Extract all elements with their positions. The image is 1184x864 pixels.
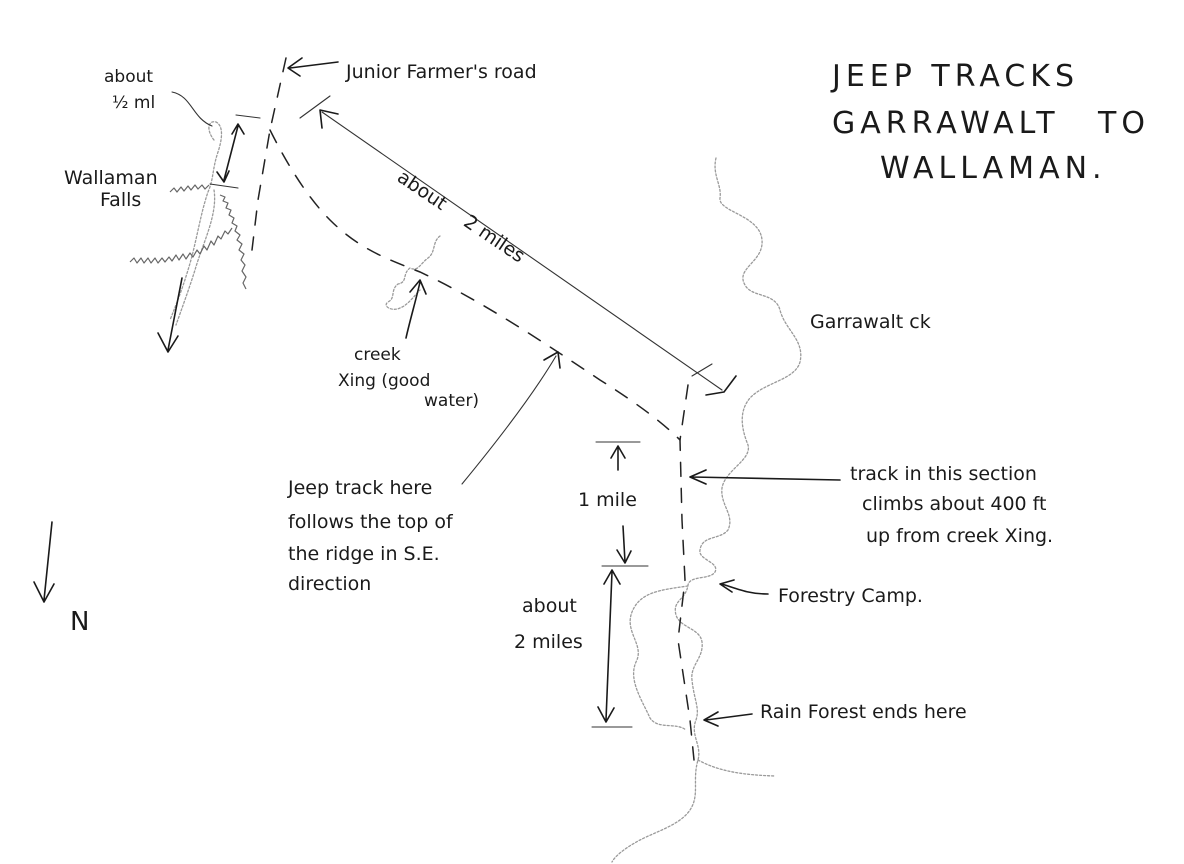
- one-mile-label: 1 mile: [578, 489, 637, 511]
- one-mile-arrow-up: [610, 445, 626, 471]
- one-mile-arrow-down: [616, 525, 632, 564]
- creek-xing-label-1: creek: [354, 345, 401, 365]
- about-2-miles-diag-1: about: [393, 166, 451, 215]
- two-mile-vertical-measure: [591, 569, 633, 728]
- one-mile-measure: [595, 441, 649, 567]
- cliff-falls-top: [169, 184, 210, 193]
- title-line-2-to: TO: [1097, 106, 1150, 141]
- about-2-miles-vertical-1: about: [522, 595, 577, 617]
- track-climbs-pointer: [689, 469, 841, 485]
- jeep-track-note-leader: [461, 355, 557, 485]
- jeep-track-note-4: direction: [288, 573, 371, 595]
- falls-stream-outline-2: [175, 189, 216, 326]
- falls-outflow-arrow: [157, 277, 183, 353]
- junior-farmers-road-pointer: [287, 57, 339, 77]
- garrawalt-creek: [611, 157, 802, 863]
- junior-farmers-road-label: Junior Farmer's road: [345, 61, 537, 83]
- two-mile-diagonal-measure: [299, 95, 737, 396]
- jeep-track-note-2: follows the top of: [288, 511, 454, 533]
- rain-forest-pointer: [703, 711, 753, 727]
- jeep-track-note-1: Jeep track here: [287, 477, 432, 499]
- track-climbs-note-2: climbs about 400 ft: [862, 493, 1046, 515]
- north-arrow: N: [33, 521, 89, 637]
- creek-xing-pointer: [405, 279, 427, 339]
- half-mile-leader: [171, 91, 213, 127]
- rain-forest-ends-label: Rain Forest ends here: [760, 701, 967, 723]
- cliff-left: [129, 227, 233, 264]
- creek-crossing-stream: [385, 235, 441, 310]
- diag-arrowhead-bottom: [705, 375, 737, 396]
- half-mile-double-arrow: [216, 123, 245, 183]
- jeep-track-ridge: [269, 129, 681, 441]
- track-climbs-note-1: track in this section: [850, 463, 1037, 485]
- map-title: JEEP TRACKS GARRAWALT TO WALLAMAN.: [830, 59, 1150, 186]
- falls-stream-outline: [169, 121, 223, 321]
- title-line-3: WALLAMAN.: [880, 151, 1107, 186]
- wallaman-falls-label-1: Wallaman: [64, 167, 158, 189]
- north-label: N: [70, 607, 89, 637]
- half-mile-measure: [171, 91, 261, 189]
- about-2-miles-diagonal-label: about 2 miles: [393, 166, 529, 267]
- creek-xing-label-3: water): [424, 391, 479, 411]
- two-mile-vertical-arrow: [597, 569, 621, 723]
- forestry-camp-pointer: [719, 579, 769, 595]
- jeep-track-note-3: the ridge in S.E.: [288, 543, 440, 565]
- creek-tributary-camp: [629, 585, 689, 731]
- creek-tributary-lower: [697, 759, 776, 777]
- diag-tick-bottom: [691, 363, 713, 377]
- junior-farmers-road-track: [251, 57, 287, 251]
- garrawalt-ck-label: Garrawalt ck: [810, 311, 931, 333]
- about-half-mile-label-1: about: [104, 67, 153, 87]
- title-line-1: JEEP TRACKS: [830, 59, 1079, 94]
- diag-arrowhead-top: [319, 109, 339, 129]
- title-line-2: GARRAWALT: [832, 106, 1060, 141]
- wallaman-falls-feature: [129, 121, 247, 353]
- diag-tick-top: [299, 95, 331, 119]
- about-2-miles-vertical-2: 2 miles: [514, 631, 583, 653]
- half-mile-bracket-top: [235, 114, 261, 119]
- jeep-track-note-arrowhead: [543, 351, 561, 369]
- diag-measure-line: [321, 111, 723, 391]
- forestry-camp-label: Forestry Camp.: [778, 585, 923, 607]
- wallaman-falls-label-2: Falls: [100, 189, 141, 211]
- half-mile-bracket-bottom: [209, 183, 239, 189]
- about-half-mile-label-2: ½ ml: [112, 93, 155, 113]
- north-arrow-shaft: [33, 521, 55, 603]
- about-2-miles-diag-2: 2 miles: [460, 211, 529, 268]
- jeep-track-south: [677, 384, 695, 761]
- track-climbs-note-3: up from creek Xing.: [866, 525, 1053, 547]
- creek-xing-label-2: Xing (good: [338, 371, 430, 391]
- cliff-right: [219, 194, 247, 290]
